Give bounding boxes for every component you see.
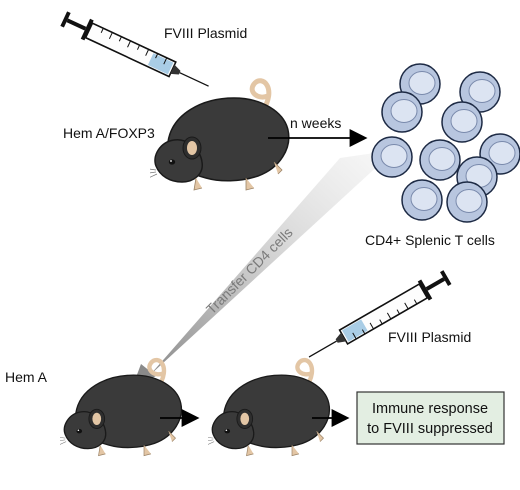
t-cell-icon	[419, 139, 461, 181]
transfer-beam	[150, 150, 395, 375]
mouse-icon	[201, 360, 329, 456]
t-cell-icon	[381, 91, 423, 133]
t-cell-icon	[441, 101, 483, 143]
outcome-line2: to FVIII suppressed	[367, 421, 493, 437]
outcome-box	[356, 391, 505, 445]
syringe-icon	[58, 7, 215, 97]
recipient-strain-label: Hem A	[5, 369, 48, 385]
mouse-icon	[142, 81, 289, 190]
t-cell-icon	[446, 181, 488, 223]
donor-strain-label: Hem A/FOXP3	[63, 125, 155, 141]
duration-label: n weeks	[290, 115, 341, 131]
mouse-icon	[53, 360, 181, 456]
t-cell-icon	[401, 179, 443, 221]
outcome-line1: Immune response	[372, 401, 488, 417]
transfer-label: Transfer CD4 cells	[203, 224, 296, 317]
syringe-icon	[302, 266, 454, 368]
t-cell-cluster	[371, 63, 520, 223]
bottom-plasmid-label: FVIII Plasmid	[388, 329, 471, 345]
cells-label: CD4+ Splenic T cells	[365, 232, 495, 248]
top-plasmid-label: FVIII Plasmid	[164, 25, 247, 41]
t-cell-icon	[371, 136, 413, 178]
